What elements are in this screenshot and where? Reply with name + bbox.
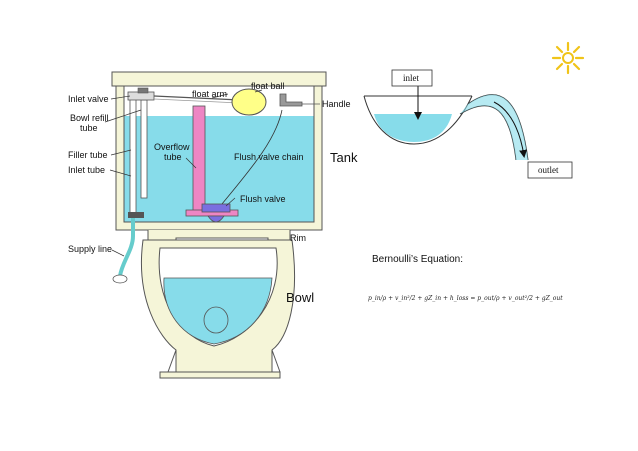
label-tank: Tank: [330, 150, 358, 165]
flow-diagram: inlet outlet: [363, 69, 573, 179]
label-inlet-valve: Inlet valve: [68, 94, 109, 104]
label-flush-valve: Flush valve: [240, 194, 286, 204]
overflow-tube: [192, 105, 206, 213]
outlet-tube-water: [460, 94, 528, 160]
supply-line-valve: [112, 274, 128, 284]
basin-water: [374, 114, 452, 142]
label-float-ball: float ball: [251, 81, 285, 91]
bowl-foot-right: [271, 349, 281, 373]
label-overflow-2: tube: [164, 152, 182, 162]
flush-valve-chain: [221, 109, 283, 205]
float-ball: [231, 88, 267, 116]
inlet-valve-cap: [137, 87, 149, 94]
label-inlet-tube: Inlet tube: [68, 165, 105, 175]
tank-lid: [111, 71, 327, 87]
flush-valve: [201, 203, 231, 213]
label-inlet: inlet: [403, 73, 419, 83]
bowl-foot-left: [167, 349, 177, 373]
bowl-drain: [203, 306, 229, 334]
outlet-arrow: [493, 101, 528, 158]
bernoulli-title: Bernoulli’s Equation:: [372, 254, 463, 265]
filler-tube: [129, 95, 137, 217]
label-bowl-refill-1: Bowl refill: [70, 113, 109, 123]
float-arm: [153, 95, 241, 101]
label-float-arm: float arm: [192, 89, 227, 99]
label-outlet: outlet: [538, 165, 559, 175]
label-supply-line: Supply line: [68, 244, 112, 254]
outlet-box: [527, 161, 573, 179]
outlet-tube-inner: [459, 105, 517, 161]
handle: [279, 93, 303, 107]
label-bowl-refill-2: tube: [80, 123, 98, 133]
label-rim: Rim: [290, 233, 306, 243]
bowl-refill-tube: [140, 99, 148, 199]
label-bowl: Bowl: [286, 290, 314, 305]
label-handle: Handle: [322, 99, 351, 109]
sun-icon: [551, 41, 585, 75]
tank-inner: [123, 85, 315, 223]
label-overflow-1: Overflow: [154, 142, 190, 152]
label-flush-valve-chain: Flush valve chain: [234, 152, 304, 162]
supply-line: [118, 218, 135, 277]
inlet-base: [128, 212, 144, 218]
label-filler-tube: Filler tube: [68, 150, 108, 160]
bernoulli-equation: p_in/ρ + v_in²/2 + gZ_in + h_loss = p_ou…: [368, 295, 563, 302]
inlet-box: [391, 69, 433, 87]
toilet-cross-section: Inlet valve Bowl refill tube Filler tube…: [68, 71, 358, 379]
leader-lines: [104, 89, 263, 257]
flush-valve-stopper: [207, 215, 225, 223]
bowl-base: [159, 371, 281, 379]
float-arm-2: [153, 98, 241, 104]
